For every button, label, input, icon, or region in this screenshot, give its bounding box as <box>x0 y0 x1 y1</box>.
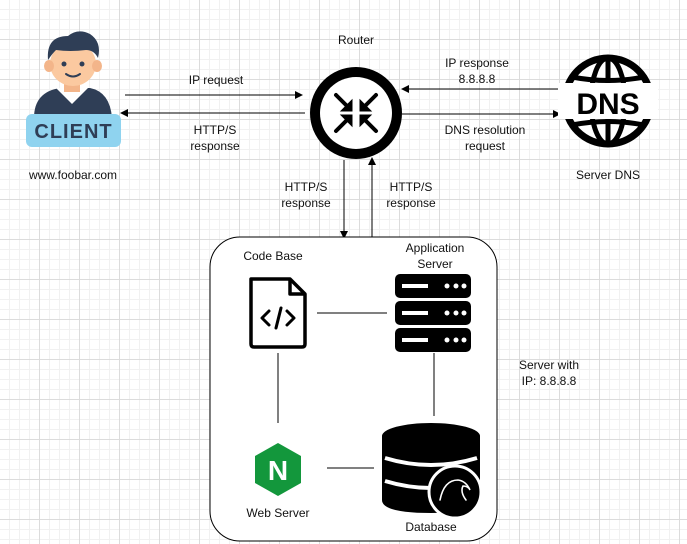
dns-server-label: Server DNS <box>575 168 640 182</box>
web-server-label: Web Server <box>246 506 310 520</box>
app-server-icon[interactable] <box>395 274 471 352</box>
edge-ip-response: IP response 8.8.8.8 <box>445 56 509 86</box>
client-badge-label: CLIENT <box>34 121 112 143</box>
client-badge <box>26 114 121 147</box>
edge-dns-resolution: DNS resolution request <box>444 123 526 153</box>
edge-http-response-client: HTTP/S response <box>190 123 240 153</box>
client-domain-label: www.foobar.com <box>28 168 118 182</box>
code-file-icon[interactable] <box>249 277 307 349</box>
router-label: Router <box>337 33 375 47</box>
edge-ip-request: IP request <box>188 73 244 87</box>
app-server-label: Application Server <box>405 241 465 271</box>
database-icon[interactable] <box>382 423 483 520</box>
dns-globe-icon[interactable]: DNS <box>558 54 658 148</box>
server-ip-label: Server with IP: 8.8.8.8 <box>518 358 580 388</box>
database-label: Database <box>405 520 457 534</box>
edge-http-response-up: HTTP/S response <box>386 180 436 210</box>
client-icon[interactable]: CLIENT <box>26 31 121 147</box>
edge-http-response-down: HTTP/S response <box>281 180 331 210</box>
router-icon[interactable] <box>310 67 402 159</box>
web-server-badge: N <box>268 455 288 486</box>
nginx-icon[interactable]: N <box>255 443 301 496</box>
code-base-label: Code Base <box>243 249 303 263</box>
dns-badge-label: DNS <box>576 88 639 121</box>
